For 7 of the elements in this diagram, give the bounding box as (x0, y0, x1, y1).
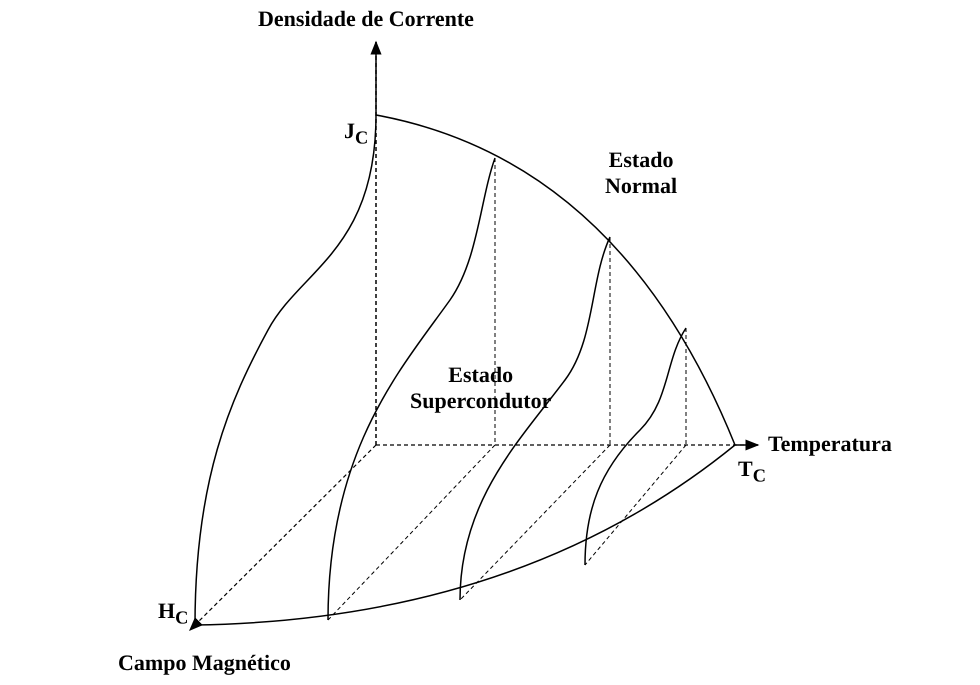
axis-title: Temperatura (768, 431, 892, 457)
axis-title: Campo Magnético (118, 650, 291, 676)
axis-title: Densidade de Corrente (258, 6, 474, 32)
axis-tick-label: H$_{C}$ (158, 598, 188, 630)
region-label: Estado Normal (605, 147, 678, 199)
axis-tick-label: T$_{C}$ (738, 456, 766, 488)
axis-tick-label: J$_{C}$ (344, 118, 368, 150)
